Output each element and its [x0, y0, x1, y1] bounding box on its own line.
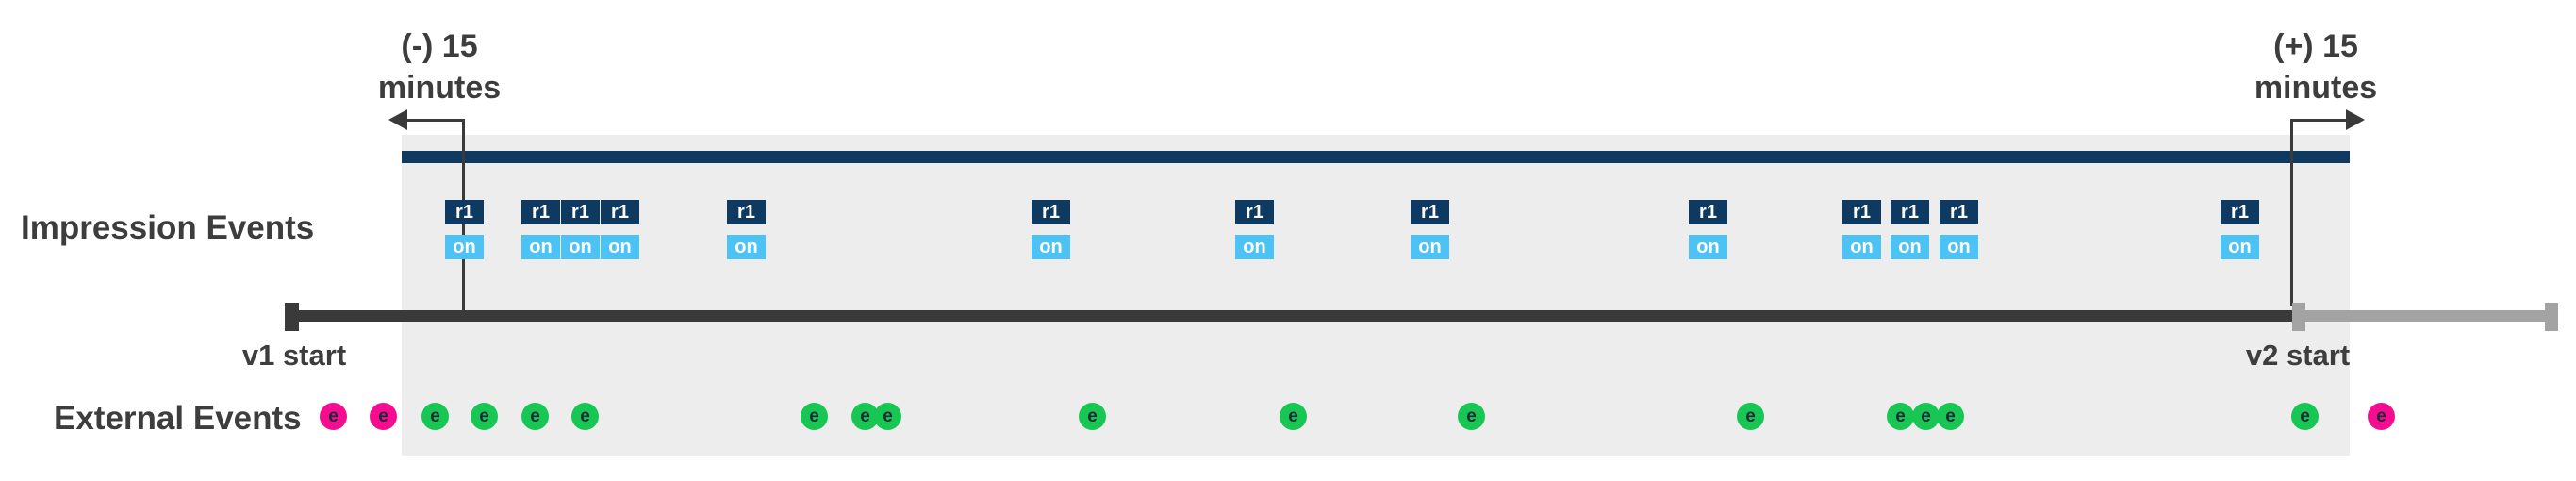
plus-window-label: (+) 15 minutes: [2254, 26, 2377, 108]
v2-end-cap: [2545, 303, 2558, 331]
external-event-dot-pink: e: [2368, 403, 2395, 430]
analysis-window-panel: [402, 135, 2350, 456]
impression-event-r1-box: r1: [1842, 200, 1881, 224]
impression-event-r1-box: r1: [1411, 200, 1449, 224]
impression-event-r1-box: r1: [1891, 200, 1929, 224]
impression-event-r1-box: r1: [1032, 200, 1070, 224]
external-event-dot-pink: e: [320, 403, 347, 430]
impression-event-r1-box: r1: [1689, 200, 1727, 224]
external-event-dot-green: e: [1937, 403, 1964, 430]
plus-window-line2: minutes: [2254, 69, 2378, 106]
minus-window-line2: minutes: [377, 69, 502, 106]
plus-window-line1: (+) 15: [2273, 28, 2358, 64]
external-event-dot-green: e: [1079, 403, 1106, 430]
impression-event-on-box: on: [1411, 235, 1449, 259]
external-event-dot-green: e: [1912, 403, 1940, 430]
external-event-dot-green: e: [421, 403, 449, 430]
left-arrowhead-icon: [388, 109, 407, 130]
v2-start-label: v2 start: [2245, 339, 2351, 372]
minus-window-line1: (-) 15: [401, 28, 478, 64]
external-event-dot-green: e: [1458, 403, 1485, 430]
external-event-dot-green: e: [874, 403, 901, 430]
impression-event-r1-box: r1: [601, 200, 639, 224]
impression-event-on-box: on: [1032, 235, 1070, 259]
impression-event-r1-box: r1: [1940, 200, 1978, 224]
external-event-dot-green: e: [521, 403, 549, 430]
v1-timeline-track: [285, 310, 2292, 322]
external-event-dot-green: e: [1280, 403, 1307, 430]
plus-window-arrow-line: [2291, 119, 2348, 122]
external-event-dot-green: e: [801, 403, 828, 430]
impression-event-on-box: on: [601, 235, 639, 259]
impression-event-on-box: on: [521, 235, 560, 259]
right-arrowhead-icon: [2346, 109, 2365, 130]
impression-event-r1-box: r1: [1235, 200, 1274, 224]
impression-event-on-box: on: [727, 235, 766, 259]
impression-event-r1-box: r1: [2221, 200, 2259, 224]
external-events-row-label: External Events: [54, 400, 302, 437]
impression-event-on-box: on: [1940, 235, 1978, 259]
campaign-bar: [402, 151, 2350, 163]
impression-event-r1-box: r1: [445, 200, 484, 224]
impression-event-r1-box: r1: [561, 200, 600, 224]
minus-window-label: (-) 15 minutes: [378, 26, 501, 108]
impression-event-on-box: on: [445, 235, 484, 259]
external-event-dot-green: e: [471, 403, 498, 430]
impression-event-on-box: on: [1235, 235, 1274, 259]
impression-event-on-box: on: [1842, 235, 1881, 259]
external-event-dot-green: e: [2291, 403, 2319, 430]
impression-event-on-box: on: [2221, 235, 2259, 259]
impression-event-on-box: on: [561, 235, 600, 259]
external-event-dot-pink: e: [370, 403, 397, 430]
impression-event-r1-box: r1: [521, 200, 560, 224]
v1-start-label: v1 start: [241, 339, 347, 372]
v2-timeline-track: [2292, 310, 2546, 322]
external-event-dot-green: e: [1737, 403, 1764, 430]
impression-event-on-box: on: [1891, 235, 1929, 259]
plus-window-vertical-line: [2290, 119, 2293, 306]
impression-events-row-label: Impression Events: [21, 209, 315, 246]
impression-event-on-box: on: [1689, 235, 1727, 259]
impression-event-r1-box: r1: [727, 200, 766, 224]
external-event-dot-green: e: [1887, 403, 1914, 430]
external-event-dot-green: e: [571, 403, 599, 430]
minus-window-arrow-line: [405, 119, 464, 122]
